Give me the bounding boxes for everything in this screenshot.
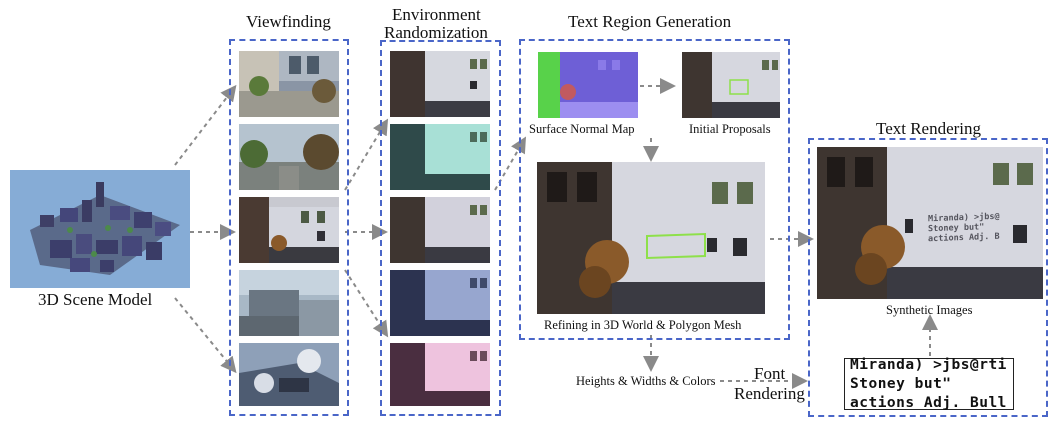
rendered-sign: Miranda) >jbs@rti Stoney but" actions Ad…: [928, 212, 1000, 245]
viewfinding-title: Viewfinding: [246, 12, 331, 32]
scene-model-image: [10, 170, 190, 288]
refining-label: Refining in 3D World & Polygon Mesh: [544, 318, 741, 333]
initial-proposals-label: Initial Proposals: [689, 122, 771, 137]
refined-region-image: [537, 162, 765, 314]
env-thumb-3: [390, 197, 490, 263]
surface-normal-image: [538, 52, 638, 118]
stylized-line-2: Stoney but": [850, 375, 1007, 394]
font-rendering-label-line1: Font: [754, 364, 785, 384]
scene-model-label: 3D Scene Model: [38, 290, 152, 310]
text-rendering-title: Text Rendering: [876, 119, 981, 139]
arrow-scene-to-view-5: [175, 298, 234, 370]
initial-proposals-image: [682, 52, 780, 118]
stylized-line-1: Miranda) >jbs@rti: [850, 356, 1007, 375]
view-thumb-5: [239, 343, 339, 406]
arrow-scene-to-view-1: [175, 88, 234, 165]
attributes-label: Heights & Widths & Colors: [576, 374, 716, 389]
surface-normal-label: Surface Normal Map: [529, 122, 635, 137]
stylized-line-3: actions Adj. Bull: [850, 394, 1007, 413]
text-region-title: Text Region Generation: [568, 12, 731, 32]
env-thumb-4: [390, 270, 490, 336]
synthetic-label: Synthetic Images: [886, 303, 972, 318]
view-thumb-2: [239, 124, 339, 190]
view-thumb-3: [239, 197, 339, 263]
env-thumb-5: [390, 343, 490, 406]
font-rendering-label-line2: Rendering: [734, 384, 805, 404]
stylized-text: Miranda) >jbs@rti Stoney but" actions Ad…: [850, 356, 1007, 413]
view-thumb-4: [239, 270, 339, 336]
environment-title-line1: Environment: [392, 5, 481, 25]
env-thumb-2: [390, 124, 490, 190]
view-thumb-1: [239, 51, 339, 117]
env-thumb-1: [390, 51, 490, 117]
